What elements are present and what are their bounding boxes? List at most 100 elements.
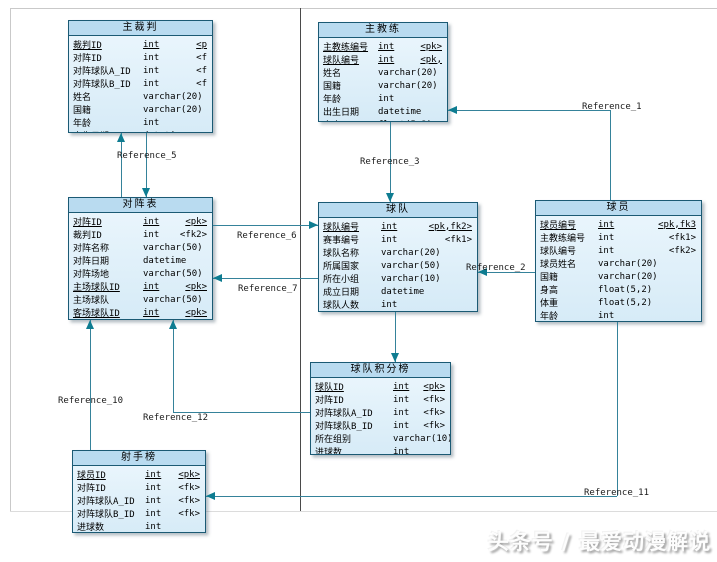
connector-label-reference_10[interactable]: Reference_10 [58,396,124,406]
field-type: int [378,54,395,65]
field-type: varchar(50) [381,260,441,271]
page-frame-left [10,8,11,511]
field-name: 对阵ID [77,484,106,494]
field-name: 进球数 [77,523,105,533]
connector-label-reference_6[interactable]: Reference_6 [237,231,297,241]
field-type: datetime [143,255,187,266]
field-name: 对阵日期 [73,257,110,267]
arrowhead-up-icon [169,320,177,329]
field-name: 球队ID [315,383,344,393]
field-type: varchar(20) [143,91,203,102]
field-type: int [598,245,615,256]
field-row: 主场球队 varchar(50) [69,293,212,307]
field-type: int [393,407,410,418]
connector-label-reference_7[interactable]: Reference_7 [238,284,298,294]
field-name: 对阵球队A_ID [77,497,135,507]
field-key-marker: <f [196,78,207,89]
field-key-marker: <pk> [185,281,207,292]
field-key-marker: <fk> [423,420,445,431]
field-type: datetime [378,106,422,117]
table-title-head-coach: 主教练 [319,23,447,38]
field-row: 所属国家 varchar(50) [319,259,477,273]
field-type: varchar(20) [378,80,438,91]
connector-label-reference_5[interactable]: Reference_5 [117,151,177,161]
field-row: 进球数 int [73,520,205,533]
connector-label-reference_1[interactable]: Reference_1 [582,102,642,112]
field-key-marker: <fk1> [668,232,696,243]
field-type: int [143,78,160,89]
field-type: int [393,446,410,455]
field-key-marker: <fk2> [668,245,696,256]
connector-line-reference_11 [206,496,617,497]
table-title-match-table: 对阵表 [69,198,212,213]
field-type: float(5,2) [598,297,653,308]
field-key-marker: <fk2> [179,229,207,240]
field-key-marker: <f [196,65,207,76]
arrowhead-left-icon [206,492,215,500]
field-name: 对阵球队B_ID [315,422,373,432]
field-name: 球队编号 [323,56,360,66]
connector-label-reference_2[interactable]: Reference_2 [466,263,526,273]
connector-label-reference_3[interactable]: Reference_3 [360,157,420,167]
field-key-marker: <fk> [423,394,445,405]
connector-label-reference_12[interactable]: Reference_12 [143,413,209,423]
field-type: int [378,41,395,52]
field-name: 出生日期 [73,129,143,132]
field-type: int [143,307,160,318]
field-key-marker: <fk> [178,482,200,493]
field-type: int [145,521,162,532]
field-name: 主场球队 [73,296,110,306]
field-type: varchar(20) [143,104,203,115]
connector-line-reference_12 [173,320,174,412]
field-key-marker: <fk1> [444,234,472,245]
field-type: varchar(50) [143,294,203,305]
connector-line-reference_10 [90,320,91,450]
field-key-marker: <fk> [178,508,200,519]
field-name: 客场球队ID [73,309,120,319]
field-name: 年龄 [540,312,559,322]
page-separator-line [300,8,301,511]
field-key-marker: <pk> [423,381,445,392]
field-name: 主场球队ID [73,283,120,293]
field-name: 所属国家 [323,262,360,272]
field-name: 对阵球队A_ID [73,67,131,77]
field-key-marker: <pk> [185,307,207,318]
field-type: int [145,469,162,480]
field-name: 对阵ID [315,396,344,406]
table-title-team-standings: 球队积分榜 [311,363,450,378]
field-name: 主教练编号 [540,234,586,244]
connector-label-reference_11[interactable]: Reference_11 [584,488,650,498]
field-type: int [598,219,615,230]
field-name: 裁判ID [73,41,102,51]
